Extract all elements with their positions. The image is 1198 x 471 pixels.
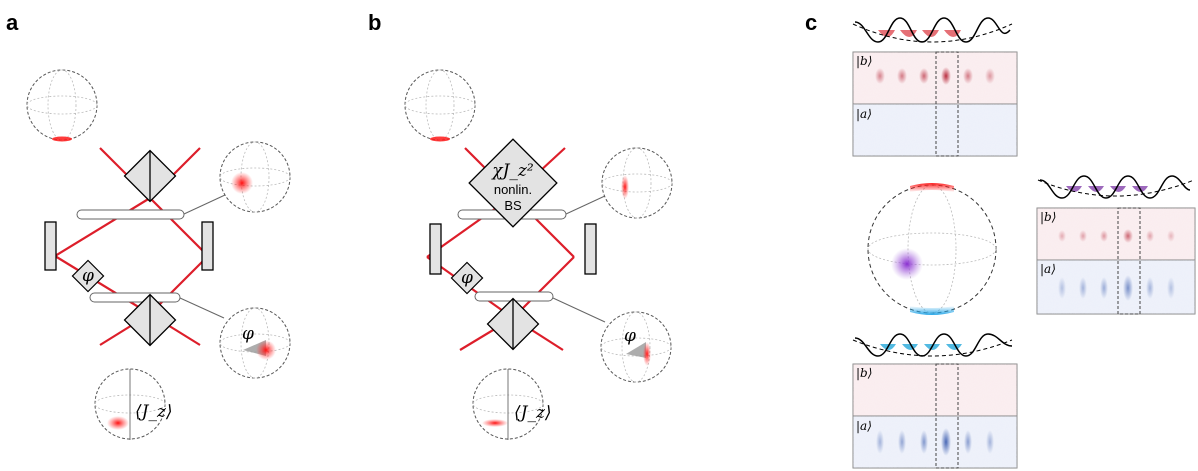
panel-a-connector-top	[183, 194, 226, 215]
panel-c: c |b⟩ |a⟩	[805, 10, 1196, 469]
panel-c-image-top: |b⟩ |a⟩	[852, 17, 1018, 157]
panel-a-bloch-top	[26, 69, 98, 142]
panel-a-readout-label: ⟨J_z⟩	[135, 402, 173, 422]
panel-b-label: b	[368, 10, 381, 35]
panel-b-beamsplitter-bottom	[486, 297, 540, 351]
panel-a-bloch-phase: φ	[219, 307, 291, 379]
panel-c-top-b-spots	[875, 67, 995, 85]
panel-a-sphere-phase-label: φ	[242, 324, 254, 344]
panel-c-lattice-top-fill	[878, 30, 961, 37]
panel-a-bloch-bottom: ⟨J_z⟩	[94, 368, 173, 440]
panel-a-mirror-right	[201, 221, 214, 271]
panel-a-phase-shifter: φ	[71, 259, 105, 293]
panel-b-bloch-bottom: ⟨J_z⟩	[472, 368, 552, 440]
panel-b-bs-line1: nonlin.	[494, 182, 532, 197]
panel-a: a φ	[6, 10, 291, 440]
panel-c-bottom-a-spots	[876, 428, 994, 456]
panel-b-bloch-phase: φ	[600, 311, 672, 383]
panel-b-mirror-left	[429, 223, 442, 275]
panel-c-bottom-ket-b: |b⟩	[856, 366, 872, 380]
panel-b-bloch-top	[404, 69, 476, 142]
panel-c-lattice-right-fill	[1066, 186, 1148, 192]
panel-c-right-ket-b: |b⟩	[1040, 210, 1056, 224]
panel-c-lattice-right-envelope	[1037, 179, 1195, 197]
panel-c-lattice-bottom-wave	[854, 333, 1013, 357]
panel-c-right-a-spots	[1058, 275, 1175, 301]
panel-c-lattice-top-wave	[854, 17, 1011, 43]
panel-a-beamsplitter-top	[123, 149, 177, 203]
panel-c-image-bottom: |b⟩ |a⟩	[852, 333, 1018, 469]
panel-a-bloch-mid	[219, 141, 291, 213]
panel-b-bs-line2: BS	[504, 198, 522, 213]
panel-a-beamsplitter-bottom	[123, 293, 177, 347]
panel-b-mirror-right	[584, 223, 597, 275]
panel-c-lattice-top-envelope	[852, 23, 1013, 43]
panel-b-bs-operator: χJ_z²	[491, 161, 534, 181]
panel-c-right-b-spots	[1058, 229, 1175, 243]
panel-c-bloch-center	[867, 183, 997, 315]
panel-c-label: c	[805, 10, 817, 35]
panel-b-nonlinear-beamsplitter: χJ_z² nonlin. BS	[468, 138, 558, 228]
panel-b-readout-label: ⟨J_z⟩	[514, 403, 552, 423]
panel-a-connector-bottom	[179, 297, 225, 319]
panel-b-connector-top	[565, 194, 608, 215]
panel-c-lattice-right-wave	[1039, 175, 1191, 199]
panel-c-image-right: |b⟩ |a⟩	[1036, 175, 1196, 315]
panel-c-lattice-bottom-fill	[880, 344, 962, 350]
panel-b-phase-shifter: φ	[450, 261, 484, 295]
panel-c-lattice-bottom-envelope	[852, 339, 1013, 357]
panel-c-top-ket-a: |a⟩	[856, 107, 872, 121]
panel-b-phase-label: φ	[461, 268, 473, 288]
panel-a-phase-label: φ	[82, 266, 94, 286]
panel-b-sphere-phase-label: φ	[624, 326, 636, 346]
panel-a-rail-top	[76, 209, 185, 220]
panel-a-mirror-left	[44, 221, 57, 271]
panel-a-rail-bottom	[89, 292, 181, 303]
panel-c-top-ket-b: |b⟩	[856, 54, 872, 68]
panel-b: b χJ_z² nonlin. BS	[368, 10, 673, 440]
panel-c-bottom-ket-a: |a⟩	[856, 419, 872, 433]
panel-a-label: a	[6, 10, 19, 35]
panel-b-bloch-mid	[601, 147, 673, 219]
panel-c-right-ket-a: |a⟩	[1040, 262, 1056, 276]
panel-b-connector-bottom	[552, 297, 606, 323]
